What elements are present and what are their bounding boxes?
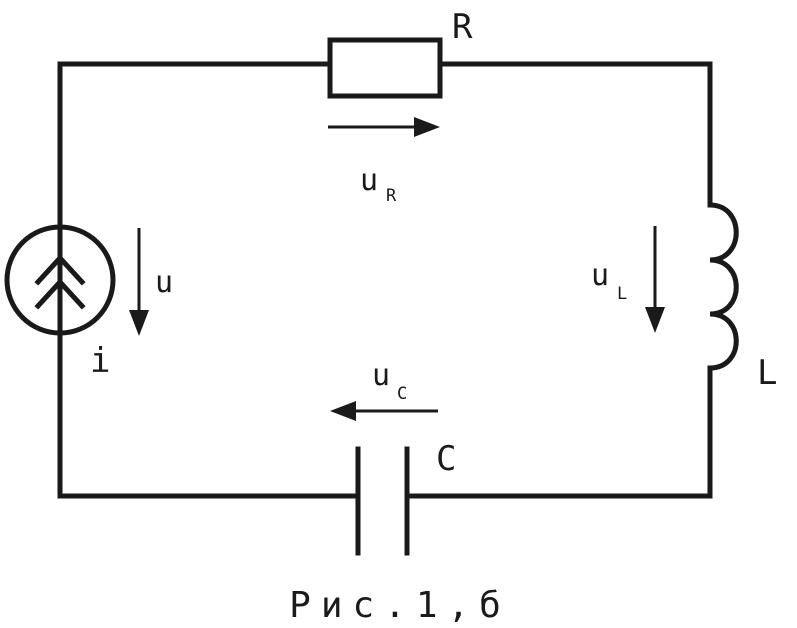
wire-top-right (437, 61, 713, 208)
inductor-label: L (757, 353, 777, 393)
resistor-voltage-base: u (360, 163, 378, 198)
resistor-symbol (327, 37, 443, 99)
inductor-voltage-arrow (645, 226, 665, 333)
figure-caption: Рис.1,б (289, 585, 511, 626)
resistor-voltage-sub: R (386, 186, 397, 206)
resistor-label: R (452, 7, 473, 47)
current-source-chevron-lower (34, 278, 86, 310)
current-source (4, 222, 116, 337)
resistor-voltage-label: u R (360, 163, 397, 206)
capacitor-voltage-sub: C (397, 384, 407, 404)
wire-bottom-left (57, 331, 361, 499)
capacitor-label: C (436, 439, 456, 479)
current-source-chevron-upper (34, 254, 86, 286)
inductor-voltage-base: u (591, 258, 609, 293)
source-voltage-label: u (155, 265, 173, 300)
resistor-voltage-arrow (328, 117, 440, 137)
capacitor-voltage-arrow (330, 401, 438, 421)
inductor-voltage-sub: L (617, 284, 627, 304)
source-voltage-arrow (129, 228, 149, 336)
inductor-voltage-label: u L (591, 258, 627, 304)
current-label: i (90, 341, 110, 381)
capacitor-voltage-label: u C (372, 358, 407, 404)
capacitor-voltage-base: u (372, 358, 390, 393)
wire-bottom-right (404, 365, 713, 499)
inductor-symbol (707, 202, 739, 371)
wire-top-left (57, 61, 333, 228)
